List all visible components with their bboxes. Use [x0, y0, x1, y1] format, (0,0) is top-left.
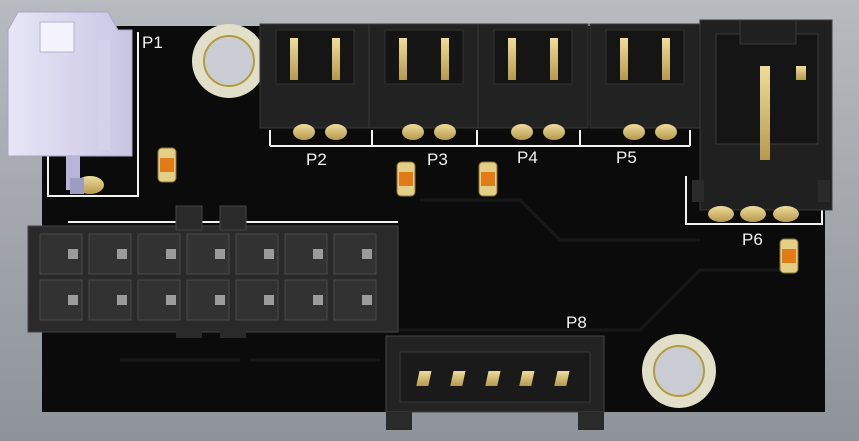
smd-components — [157, 147, 799, 274]
header-2x7-cavity — [88, 233, 132, 275]
label-p1: P1 — [142, 33, 163, 52]
header-2x7-pin — [215, 295, 225, 305]
header-2x7-pin — [313, 295, 323, 305]
header-2x7-cavity — [39, 279, 83, 321]
p4-connector — [477, 23, 589, 140]
p1-silkscreen — [47, 32, 139, 197]
p8-pins — [416, 371, 570, 386]
smd-resistor — [396, 161, 416, 197]
p8-pin — [485, 371, 501, 386]
header-2x7-pin — [215, 249, 225, 259]
smd-resistor — [779, 238, 799, 274]
smd-resistor — [478, 161, 498, 197]
header-connectors — [259, 23, 701, 140]
header-2x7-pin — [313, 249, 323, 259]
p6-connector — [692, 19, 833, 222]
header-2x7-pin — [117, 295, 127, 305]
p5-connector — [589, 23, 701, 140]
header-2x7-pin — [264, 295, 274, 305]
label-p3: P3 — [427, 150, 448, 169]
p3-connector — [368, 23, 480, 140]
mounting-hole-top — [192, 24, 266, 98]
p2-p5-silk-dividers — [269, 130, 691, 146]
header-2x7-pin — [362, 249, 372, 259]
header-2x7-pin — [117, 249, 127, 259]
header-2x7-connector — [27, 205, 399, 338]
header-2x7-pin — [68, 249, 78, 259]
mounting-hole-bottom — [642, 334, 716, 408]
label-p6: P6 — [742, 230, 763, 249]
p8-pin — [554, 371, 570, 386]
label-p8: P8 — [566, 313, 587, 332]
p1-connector — [7, 11, 133, 194]
pcb-traces — [120, 198, 780, 362]
header-2x7-pin — [264, 249, 274, 259]
label-p2: P2 — [306, 150, 327, 169]
p8-pin — [450, 371, 466, 386]
header-2x7-pin — [166, 295, 176, 305]
smd-resistor — [157, 147, 177, 183]
label-p4: P4 — [517, 148, 538, 167]
label-p5: P5 — [616, 148, 637, 167]
header-2x7-pin — [362, 295, 372, 305]
header-2x7-pin — [68, 295, 78, 305]
p2-connector — [259, 23, 371, 140]
p8-pin — [519, 371, 535, 386]
p8-pin — [416, 371, 432, 386]
header-2x7-pin — [166, 249, 176, 259]
